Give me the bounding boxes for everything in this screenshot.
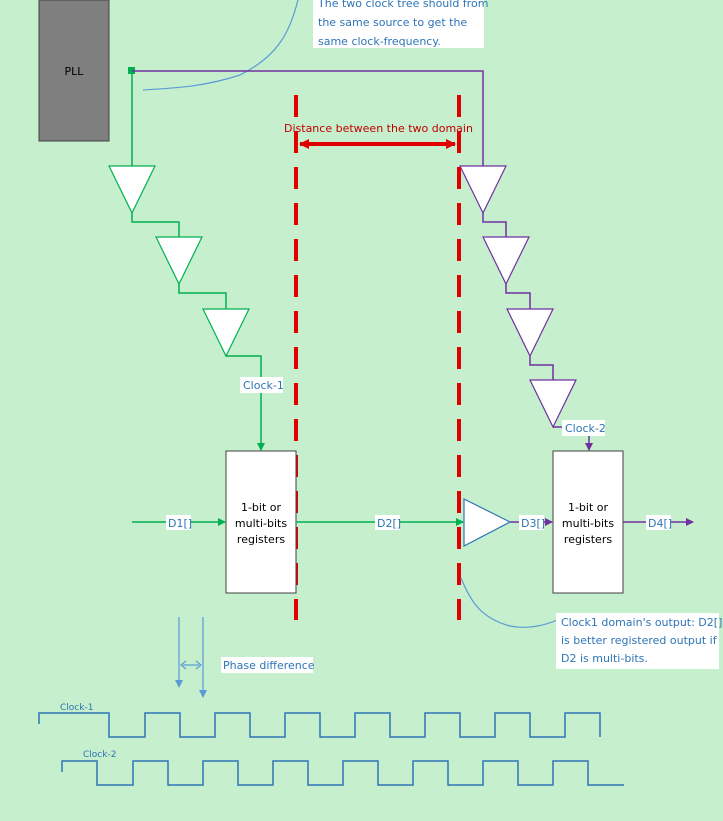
signal-d2: D2[] [375,515,401,530]
svg-text:1-bit or: 1-bit or [568,501,609,514]
amplifier-buffer-icon [463,498,512,547]
svg-text:D3[]: D3[] [521,517,545,530]
pll-output-node [128,67,135,74]
signal-d4: D4[] [646,515,672,530]
svg-text:Clock1 domain's output: D2[],: Clock1 domain's output: D2[], [561,616,723,629]
top-note-callout-line [142,0,299,91]
phase-label: Phase difference [221,657,315,673]
buffer-icon [459,165,507,215]
svg-text:registers: registers [237,533,285,546]
svg-text:D4[]: D4[] [648,517,672,530]
svg-text:Clock-2: Clock-2 [83,750,116,760]
svg-text:is better registered output if: is better registered output if [561,634,718,647]
bottom-note-callout-line [460,577,558,628]
svg-text:D2[]: D2[] [377,517,401,530]
buffer-icon [155,236,203,286]
clock2-waveform: Clock-2 [61,750,624,786]
top-note-line-3: same clock-frequency. [318,35,441,48]
svg-text:D2 is multi-bits.: D2 is multi-bits. [561,652,648,665]
distance-label: Distance between the two domain [284,122,473,135]
right-register: 1-bit or multi-bits registers [552,450,624,594]
domain-boundaries [294,95,461,620]
svg-text:multi-bits: multi-bits [235,517,287,530]
clock1-waveform: Clock-1 [38,703,601,738]
left-register: 1-bit or multi-bits registers [225,450,297,594]
bottom-note: Clock1 domain's output: D2[], is better … [460,577,723,669]
clock2-wave-line [61,760,624,786]
signal-d1: D1[] [166,515,192,530]
svg-text:1-bit or: 1-bit or [241,501,282,514]
clock2-buffers [459,165,577,429]
top-note: The two clock tree should from the same … [142,0,488,91]
clock1-buffers [108,165,250,358]
buffer-icon [202,308,250,358]
svg-text:Clock-2: Clock-2 [565,422,606,435]
clock1-label: Clock-1 [240,377,284,393]
svg-text:Clock-1: Clock-1 [60,703,93,713]
clock2-label: Clock-2 [562,420,606,436]
svg-text:Clock-1: Clock-1 [243,379,284,392]
pll-block: PLL [38,0,110,142]
svg-text:multi-bits: multi-bits [562,517,614,530]
top-note-line-1: The two clock tree should from [317,0,488,10]
buffer-icon [482,236,530,286]
svg-text:registers: registers [564,533,612,546]
buffer-icon [108,165,156,215]
top-note-line-2: the same source to get the [318,16,467,29]
svg-text:Phase difference: Phase difference [223,659,315,672]
phase-difference [175,617,207,698]
buffer-icon [529,379,577,429]
buffer-icon [506,308,554,358]
signal-d3: D3[] [519,515,545,530]
pll-label: PLL [65,65,85,78]
clock1-wave-line [38,712,601,738]
svg-text:D1[]: D1[] [168,517,192,530]
